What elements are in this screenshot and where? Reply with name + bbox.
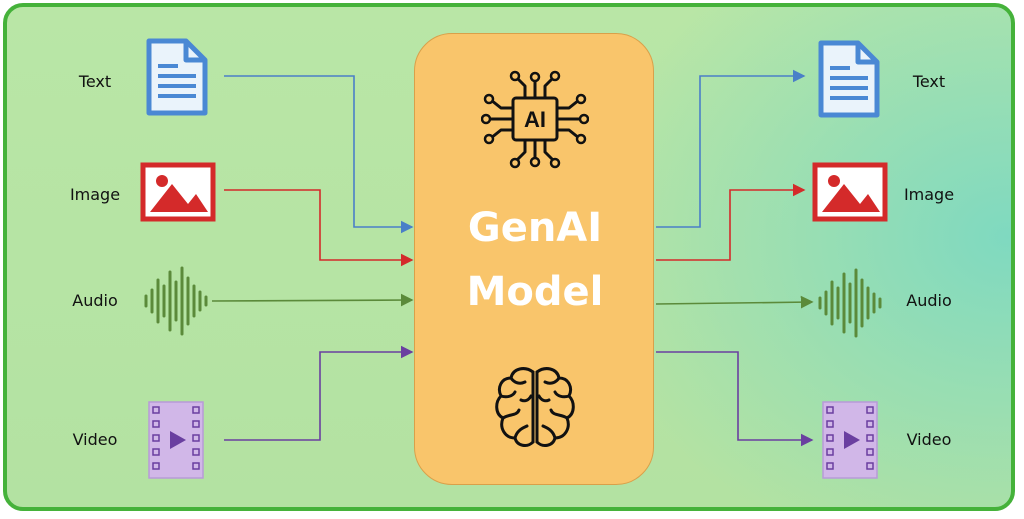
arrow-audio-in [211, 293, 414, 307]
audio-waveform-icon [818, 268, 882, 338]
video-film-icon [148, 401, 204, 479]
document-icon [146, 38, 208, 116]
brain-icon [495, 367, 575, 447]
output-label-text: Text [912, 72, 946, 91]
arrow-video-in [224, 345, 414, 441]
image-icon [812, 162, 888, 222]
input-label-text: Text [78, 72, 112, 91]
genai-model-box: AI GenAI Model [414, 33, 654, 485]
arrow-text-in [224, 75, 414, 234]
input-label-image: Image [69, 185, 121, 204]
input-label-video: Video [72, 430, 118, 449]
model-title-line2: Model [466, 269, 604, 315]
model-title-line1: GenAI [467, 205, 603, 251]
arrow-image-in [224, 189, 414, 267]
chip-label: AI [524, 107, 546, 132]
output-label-image: Image [903, 185, 955, 204]
output-label-video: Video [906, 430, 952, 449]
arrow-text-out [656, 69, 806, 228]
audio-waveform-icon [144, 266, 208, 336]
ai-chip-icon: AI [481, 70, 589, 169]
video-film-icon [822, 401, 878, 479]
input-label-audio: Audio [72, 291, 118, 310]
output-label-audio: Audio [906, 291, 952, 310]
arrow-image-out [656, 183, 806, 261]
image-icon [140, 162, 216, 222]
document-icon [818, 40, 880, 118]
arrow-audio-out [655, 295, 814, 309]
arrow-video-out [656, 351, 814, 447]
